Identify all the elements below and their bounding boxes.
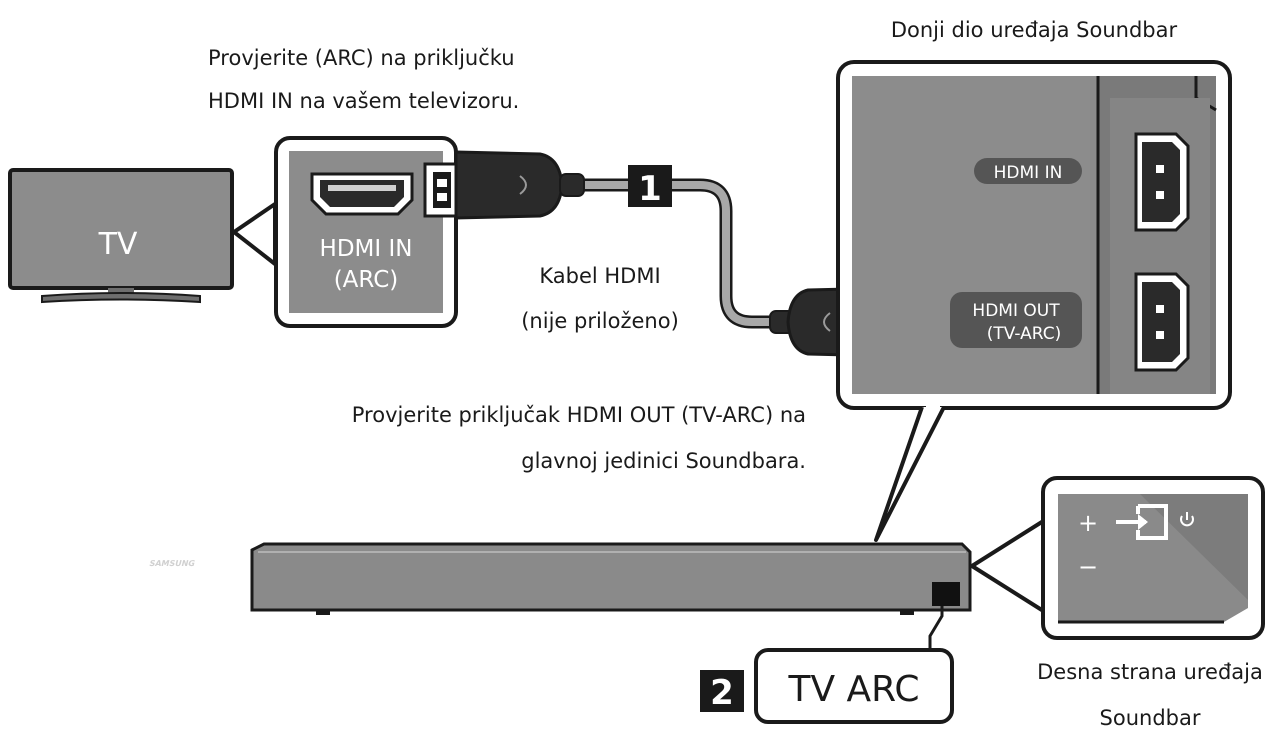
sb-hdmi-out-label-line1: HDMI OUT (972, 301, 1060, 321)
tv-check-caption-line1: Provjerite (ARC) na priključku (208, 46, 515, 70)
right-side-caption-line1: Desna strana uređaja (1037, 660, 1263, 684)
power-icon (1180, 512, 1194, 527)
hdmi-plug-icon (423, 150, 585, 220)
tv-arc-label-box: TV ARC (754, 648, 954, 724)
soundbar-check-caption-line1: Provjerite priključak HDMI OUT (TV-ARC) … (351, 403, 806, 427)
brand-logo: SAMSUNG (148, 558, 196, 568)
hdmi-port-icon (1134, 132, 1190, 232)
right-side-callout-pointer (970, 518, 1047, 614)
volume-up-button: + (1078, 509, 1098, 537)
sb-hdmi-out-label-line2: (TV-ARC) (987, 324, 1062, 344)
soundbar: SAMSUNG (148, 542, 972, 615)
step-1-badge: 1 (628, 165, 672, 209)
sb-hdmi-in-label: HDMI IN (994, 163, 1063, 183)
cable-caption-line2: (nije priloženo) (521, 309, 679, 333)
bottom-panel-callout-pointer (874, 406, 946, 542)
step-1-number: 1 (638, 169, 662, 209)
tv-hdmi-port-panel: HDMI IN (ARC) (274, 136, 458, 328)
tv-arc-label: TV ARC (787, 669, 919, 710)
tv-icon: TV (8, 168, 234, 304)
right-side-caption-line2: Soundbar (1099, 706, 1201, 730)
tv-port-label-line2: (ARC) (334, 267, 399, 293)
hdmi-port-icon (1134, 272, 1190, 372)
sb-hdmi-out-pill (950, 292, 1082, 348)
cable-caption-line1: Kabel HDMI (539, 264, 661, 288)
step-2-badge: 2 (700, 670, 744, 713)
hdmi-port-icon (310, 172, 414, 216)
soundbar-bottom-title: Donji dio uređaja Soundbar (890, 18, 1178, 42)
soundbar-bottom-panel: HDMI IN HDMI OUT (TV-ARC) (836, 60, 1232, 410)
hdmi-cable (573, 178, 783, 329)
tv-port-label-line1: HDMI IN (320, 236, 413, 262)
sb-hdmi-in-pill (974, 158, 1082, 184)
tv-check-caption-line2: HDMI IN na vašem televizoru. (208, 89, 520, 113)
tv-arc-leader-line (928, 606, 944, 650)
tv-label: TV (98, 227, 138, 262)
volume-down-button: − (1078, 553, 1098, 581)
input-source-icon (1116, 504, 1168, 540)
soundbar-right-side-panel: + − (1041, 476, 1265, 640)
tv-arc-indicator (932, 582, 960, 606)
soundbar-check-caption-line2: glavnoj jedinici Soundbara. (521, 449, 806, 473)
tv-callout-pointer (232, 202, 277, 266)
step-2-number: 2 (710, 673, 734, 713)
